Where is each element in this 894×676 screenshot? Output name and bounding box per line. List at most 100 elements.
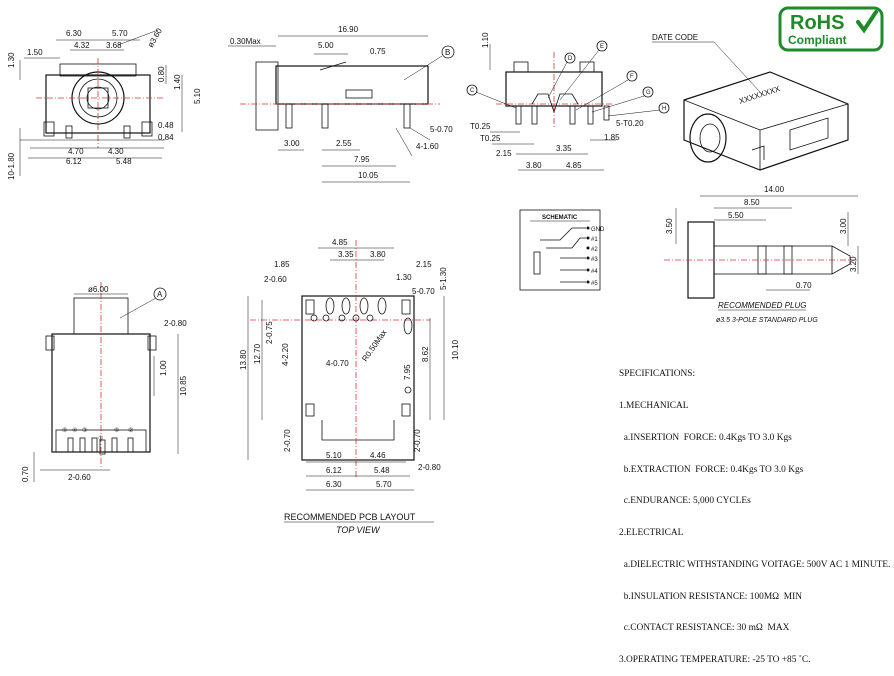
front-view: 6.30 5.70 1.50 4.32 3.68 ø3.60 1.30 0.80… xyxy=(7,26,202,180)
pcb-dim-2-0-60: 2-0.60 xyxy=(264,275,287,284)
rohs-title: RoHS xyxy=(790,12,844,34)
spec-heading: SPECIFICATIONS: xyxy=(619,369,696,380)
front-dim-6-12: 6.12 xyxy=(66,157,82,166)
front-dim-1-50: 1.50 xyxy=(27,48,43,57)
spec-line: b.EXTRACTION FORCE: 0.4Kgs TO 3.0 Kgs xyxy=(619,464,804,475)
spec-line: a.DIELECTRIC WITHSTANDING VOITAGE: 500V … xyxy=(619,559,891,570)
side-view: B 16.90 0.30Max 5.00 0.75 3.00 2.55 7.95… xyxy=(228,25,455,183)
specifications-block: SPECIFICATIONS: 1.MECHANICAL a.INSERTION… xyxy=(619,348,890,676)
bottom-pin-1: ① xyxy=(98,435,103,442)
back-dim-2-15: 2.15 xyxy=(496,149,512,158)
plug-title: RECOMMENDED PLUG xyxy=(718,301,806,310)
front-dim-5-48: 5.48 xyxy=(116,157,132,166)
back-callout-e: E xyxy=(600,44,604,50)
front-dim-3-68: 3.68 xyxy=(106,41,122,50)
rohs-compliant-badge: RoHS Compliant xyxy=(778,6,884,52)
pcb-dim-3-80: 3.80 xyxy=(370,250,386,259)
plug-dim-3-20: 3.20 xyxy=(849,256,858,272)
bottom-dim-1-00: 1.00 xyxy=(159,360,168,376)
plug-dim-8-50: 8.50 xyxy=(744,198,760,207)
plug-dim-0-70: 0.70 xyxy=(796,281,812,290)
back-view: C D E F G H 1.10 T0.25 T0.25 2.15 3.35 3… xyxy=(466,32,670,171)
rohs-subtitle: Compliant xyxy=(788,33,847,47)
bottom-dim-10-85: 10.85 xyxy=(179,375,188,396)
back-dim-3-80: 3.80 xyxy=(526,161,542,170)
pcb-dim-12-70: 12.70 xyxy=(253,343,262,364)
side-dim-16-90: 16.90 xyxy=(338,25,359,34)
pcb-dim-5-48: 5.48 xyxy=(374,466,390,475)
pcb-dim-2-0-70-left: 2-0.70 xyxy=(283,429,292,452)
bottom-pin-4: ④ xyxy=(72,427,77,434)
bottom-view: A ø6.00 2-0.80 1.00 10.85 0.70 2-0.60 ⑤ … xyxy=(21,282,188,482)
technical-drawing: 6.30 5.70 1.50 4.32 3.68 ø3.60 1.30 0.80… xyxy=(7,25,859,535)
iso-view: DATE CODE XXXXXXXX xyxy=(652,33,849,171)
spec-line: b.INSULATION RESISTANCE: 100MΩ MIN xyxy=(619,591,803,602)
back-dim-3-35: 3.35 xyxy=(556,144,572,153)
back-dim-1-10: 1.10 xyxy=(481,32,490,48)
pcb-dim-r0-50max: R0.50Max xyxy=(360,328,388,363)
schematic-pin-2: #2 xyxy=(591,247,598,253)
front-dim-5-70: 5.70 xyxy=(112,29,128,38)
checkmark-icon xyxy=(856,10,878,34)
pcb-dim-2-0-80: 2-0.80 xyxy=(418,463,441,472)
pcb-dim-5-70: 5.70 xyxy=(376,480,392,489)
spec-line: c.CONTACT RESISTANCE: 30 mΩ MAX xyxy=(619,623,790,634)
side-dim-10-05: 10.05 xyxy=(358,171,379,180)
side-dim-2-55: 2.55 xyxy=(336,139,352,148)
front-dim-4-30: 4.30 xyxy=(108,147,124,156)
side-dim-5-00: 5.00 xyxy=(318,41,334,50)
front-dim-4-32: 4.32 xyxy=(74,41,90,50)
pcb-title: RECOMMENDED PCB LAYOUT xyxy=(284,512,416,522)
back-callout-g: G xyxy=(646,90,651,96)
side-callout-b: B xyxy=(445,48,450,57)
plug-drawing: 14.00 8.50 5.50 3.50 3.00 3.20 0.70 RECO… xyxy=(664,185,859,324)
side-dim-7-95: 7.95 xyxy=(354,155,370,164)
schematic: SCHEMATIC GND #1 #2 #3 #4 #5 xyxy=(519,209,605,291)
plug-dim-5-50: 5.50 xyxy=(728,211,744,220)
bottom-dim-diameter-6-00: ø6.00 xyxy=(88,285,109,294)
pcb-dim-3-35: 3.35 xyxy=(338,250,354,259)
pcb-dim-5-0-70: 5-0.70 xyxy=(412,287,435,296)
front-dim-4-70: 4.70 xyxy=(68,147,84,156)
back-dim-1-85: 1.85 xyxy=(604,133,620,142)
pcb-dim-13-80: 13.80 xyxy=(239,349,248,370)
bottom-dim-0-70: 0.70 xyxy=(21,466,30,482)
plug-dim-3-00: 3.00 xyxy=(839,218,848,234)
date-code-marking: XXXXXXXX xyxy=(738,84,782,106)
front-dim-1-40: 1.40 xyxy=(173,74,182,90)
schematic-pin-4: #4 xyxy=(591,269,598,275)
back-callout-c: C xyxy=(470,88,475,94)
spec-line: 3.OPERATING TEMPERATURE: -25 TO +85 ˚C. xyxy=(619,655,811,666)
back-dim-4-85: 4.85 xyxy=(566,161,582,170)
schematic-pin-5: #5 xyxy=(591,281,598,287)
pcb-dim-7-95: 7.95 xyxy=(403,364,412,380)
back-dim-t0-25-b: T0.25 xyxy=(480,134,501,143)
pcb-dim-4-2-20: 4-2.20 xyxy=(281,343,290,366)
pcb-dim-1-85: 1.85 xyxy=(274,260,290,269)
pcb-dim-6-30: 6.30 xyxy=(326,480,342,489)
pcb-dim-8-62: 8.62 xyxy=(421,346,430,362)
spec-line: a.INSERTION FORCE: 0.4Kgs TO 3.0 Kgs xyxy=(619,432,792,443)
side-dim-0-75: 0.75 xyxy=(370,47,386,56)
schematic-title: SCHEMATIC xyxy=(542,215,578,221)
pcb-dim-6-12: 6.12 xyxy=(326,466,342,475)
pcb-dim-5-10: 5.10 xyxy=(326,451,342,460)
plug-subtitle: ø3.5 3-POLE STANDARD PLUG xyxy=(716,317,818,324)
spec-line: 2.ELECTRICAL xyxy=(619,528,684,539)
bottom-dim-2-0-80: 2-0.80 xyxy=(164,319,187,328)
bottom-pin-5: ⑤ xyxy=(62,427,67,434)
back-callout-d: D xyxy=(568,56,573,62)
side-dim-0-30max: 0.30Max xyxy=(230,37,261,46)
pcb-dim-1-30: 1.30 xyxy=(396,273,412,282)
side-dim-3-00: 3.00 xyxy=(284,139,300,148)
pcb-layout: 4.85 3.35 3.80 1.85 2.15 2-0.60 1.30 5-1… xyxy=(239,238,460,535)
pcb-dim-2-0-70-right: 2-0.70 xyxy=(413,429,422,452)
side-dim-4-1-60: 4-1.60 xyxy=(416,142,439,151)
back-dim-t0-25-a: T0.25 xyxy=(470,122,491,131)
pcb-dim-2-0-75: 2-0.75 xyxy=(265,321,274,344)
side-dim-5-0-70: 5-0.70 xyxy=(430,125,453,134)
plug-dim-14-00: 14.00 xyxy=(764,185,785,194)
date-code-label: DATE CODE xyxy=(652,33,698,42)
spec-line: 1.MECHANICAL xyxy=(619,400,689,411)
pcb-dim-4-46: 4.46 xyxy=(370,451,386,460)
